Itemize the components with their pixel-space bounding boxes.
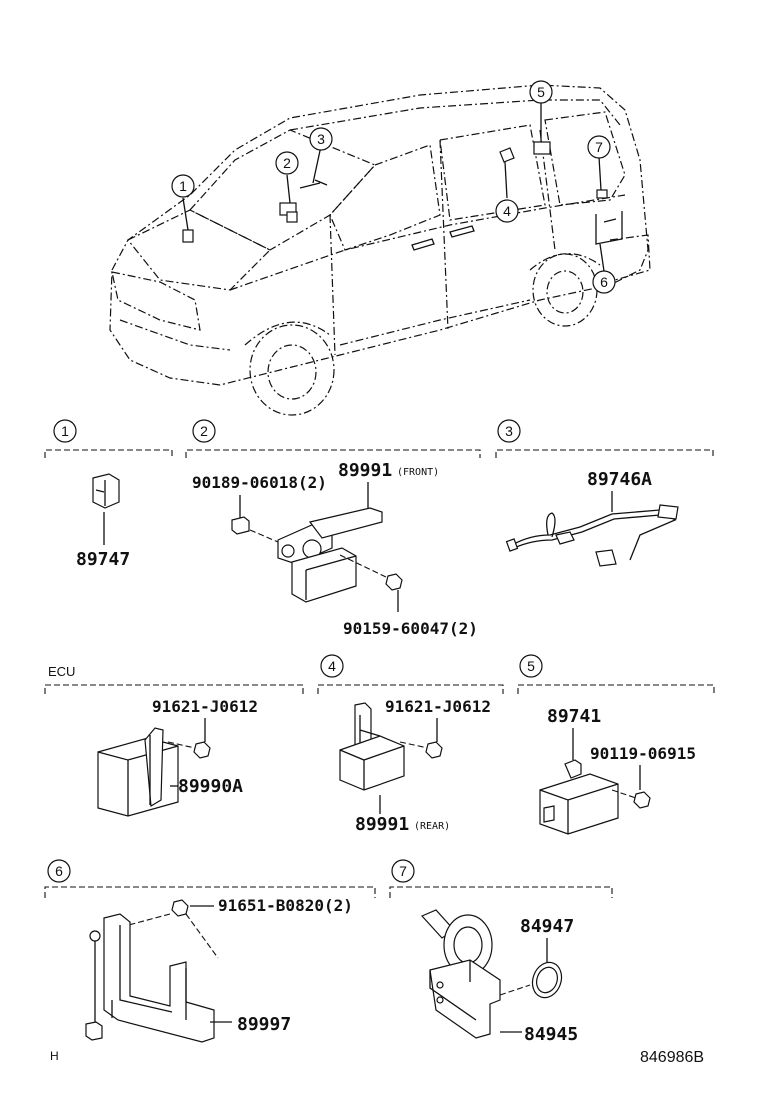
front-note: (FRONT) [397,467,439,478]
section-4: 4 91621-J0612 89991 (REAR) [317,654,504,835]
part-84945[interactable]: 84945 [524,1024,578,1045]
part-90159-60047[interactable]: 90159-60047(2) [343,619,478,638]
svg-text:3: 3 [505,423,513,439]
section-ecu: ECU 91621-J0612 89990A [44,664,304,817]
part-90189-06018[interactable]: 90189-06018(2) [192,473,327,492]
svg-text:4: 4 [328,658,336,674]
part-89990A[interactable]: 89990A [178,776,243,797]
svg-text:7: 7 [595,139,603,155]
section-3: 3 89746A [495,419,714,567]
s6-bracket-drawing [85,899,232,1043]
vehicle-callout-1[interactable]: 1 [171,174,195,198]
s3-harness-drawing [505,491,679,567]
part-91621-J0612-ecu[interactable]: 91621-J0612 [152,697,258,716]
svg-text:4: 4 [503,203,511,219]
svg-text:6: 6 [55,863,63,879]
svg-text:5: 5 [537,84,545,100]
vehicle-callout-3[interactable]: 3 [309,127,333,151]
s7-siren-drawing [420,909,563,1039]
ecu-drawing [97,718,211,817]
svg-text:7: 7 [399,863,407,879]
part-89997[interactable]: 89997 [237,1014,291,1035]
section-1-badge [53,419,77,443]
vehicle-callout-6[interactable]: 6 [592,270,616,294]
part-89741[interactable]: 89741 [547,706,601,727]
section-2: 2 90189-06018(2) 89991 (FRONT) 90159-600… [185,419,481,638]
part-89991-rear[interactable]: 89991 [355,814,409,835]
part-90119-06915[interactable]: 90119-06915 [590,744,696,763]
drawing-number: 846986B [640,1049,704,1066]
vehicle-callout-4[interactable]: 4 [495,199,519,223]
s1-sensor-drawing [92,473,120,545]
part-89746A[interactable]: 89746A [587,469,652,490]
part-91651-B0820[interactable]: 91651-B0820(2) [218,896,353,915]
svg-text:5: 5 [527,658,535,674]
s5-module-drawing [539,728,651,835]
vehicle-callout-2[interactable]: 2 [275,151,299,175]
section-7: 7 84947 84945 [389,859,613,1045]
rear-note: (REAR) [414,821,450,832]
svg-text:3: 3 [317,131,325,147]
svg-text:6: 6 [600,274,608,290]
ecu-title: ECU [48,664,75,679]
svg-text:2: 2 [283,155,291,171]
part-89747[interactable]: 89747 [76,549,130,570]
part-89991-front[interactable]: 89991 [338,460,392,481]
section-6: 6 91651-B0820(2) 89997 [44,859,376,1043]
s4-sensor-drawing [339,702,443,814]
vehicle-illustration: 1 2 3 4 5 7 6 [109,80,651,416]
s2-sensor-drawing [231,482,403,612]
section-5: 5 89741 90119-06915 [517,654,715,835]
svg-text:1: 1 [179,178,187,194]
section-1: 1 89747 [44,419,173,570]
part-84947[interactable]: 84947 [520,916,574,937]
vehicle-callout-7[interactable]: 7 [587,135,611,159]
vehicle-callout-5[interactable]: 5 [529,80,553,104]
part-91621-J0612-rear[interactable]: 91621-J0612 [385,697,491,716]
footer-mark: H [50,1049,59,1063]
svg-text:2: 2 [200,423,208,439]
svg-text:1: 1 [61,423,69,439]
